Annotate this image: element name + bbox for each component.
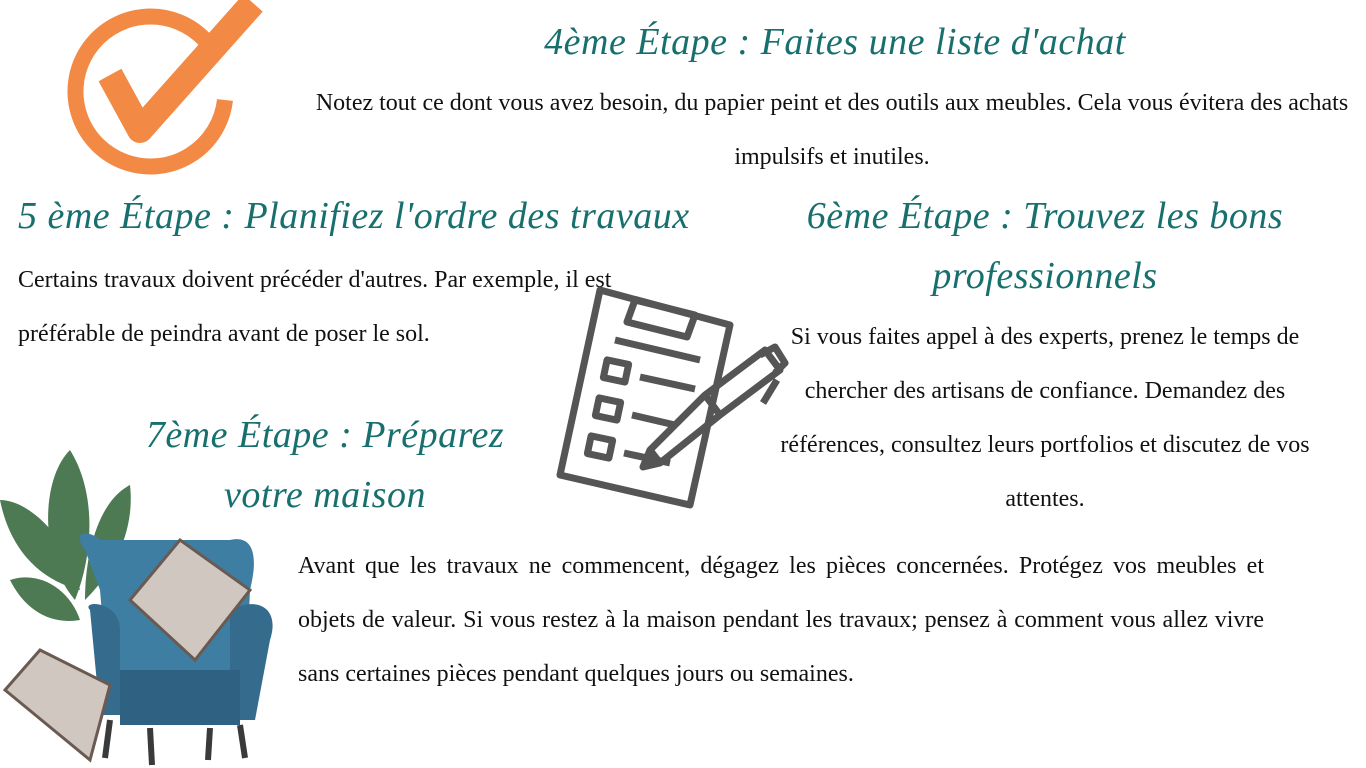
step4-title: 4ème Étape : Faites une liste d'achat [544, 21, 1126, 63]
step7-title: 7ème Étape : Préparez votre maison [145, 414, 505, 516]
step6-text: Si vous faites appel à des experts, pren… [780, 324, 1310, 512]
armchair-plant-illustration [0, 450, 273, 766]
clipboard-checklist-icon [556, 286, 789, 509]
step4-text: Notez tout ce dont vous avez besoin, du … [315, 90, 1349, 170]
checkmark-circle-icon [67, 0, 263, 175]
step6-title: 6ème Étape : Trouvez les bons profession… [806, 195, 1284, 297]
step5-text: Certains travaux doivent précéder d'autr… [18, 267, 612, 347]
step7-text: Avant que les travaux ne commencent, dég… [298, 553, 1264, 687]
step5-title: 5 ème Étape : Planifiez l'ordre des trav… [18, 195, 690, 237]
